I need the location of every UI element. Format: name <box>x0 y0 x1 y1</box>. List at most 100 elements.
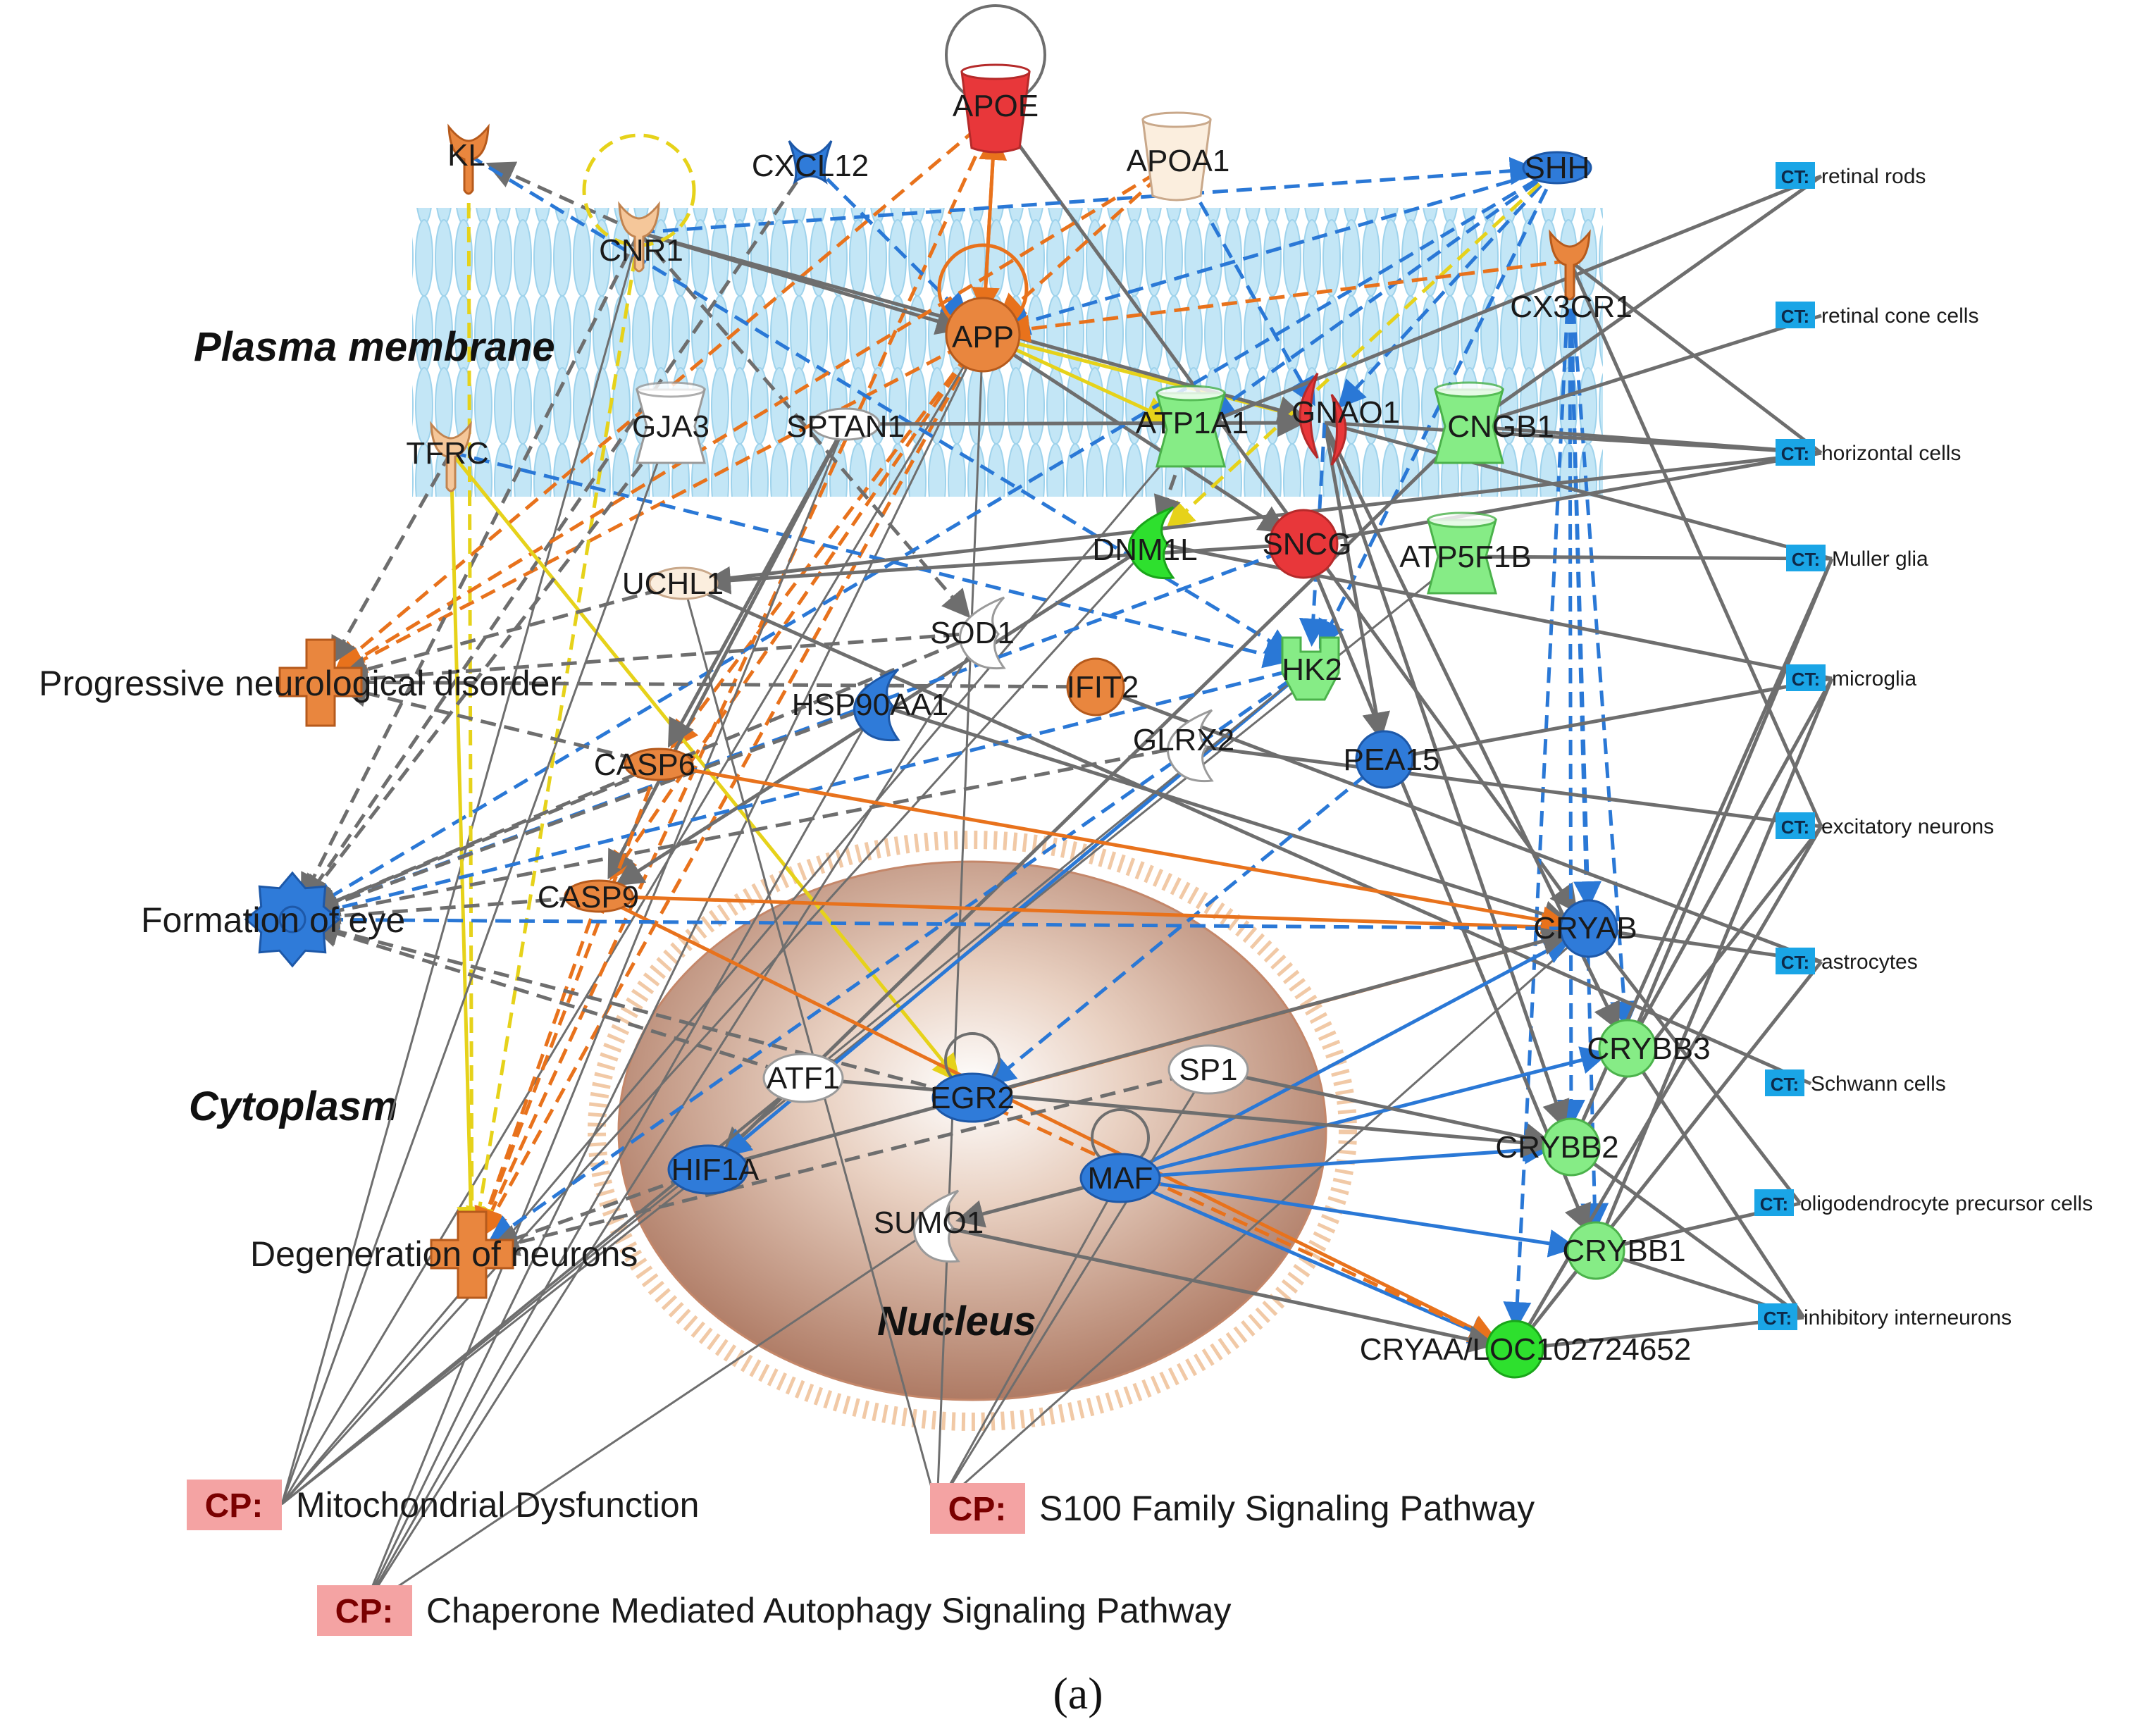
edge-cxcl12-app <box>809 161 969 321</box>
node-apoe[interactable] <box>960 63 1031 154</box>
node-sp1[interactable] <box>1167 1044 1249 1095</box>
node-atp5f1b[interactable] <box>1427 511 1497 595</box>
edge-dnm1l-ct5 <box>1151 540 1833 681</box>
node-shh[interactable] <box>1522 151 1592 185</box>
cell-type-ct10[interactable]: CT:inhibitory interneurons <box>1758 1303 2012 1330</box>
node-label-egr2: EGR2 <box>930 1081 1015 1115</box>
node-egr2[interactable] <box>931 1072 1013 1123</box>
cell-type-ct1[interactable]: CT:retinal rods <box>1776 162 1926 189</box>
edge-shh-foe <box>309 166 1559 910</box>
node-casp6[interactable] <box>624 748 694 781</box>
edge-maf-crybb1 <box>1120 1176 1578 1258</box>
ct-tag: CT: <box>1792 549 1820 570</box>
function-don[interactable] <box>430 1210 514 1299</box>
function-foe[interactable] <box>244 871 341 968</box>
ct-label: excitatory neurons <box>1821 815 1994 838</box>
edge-app-casp6 <box>670 333 984 750</box>
edge-hsp90aa1-foe <box>310 702 878 917</box>
cell-type-ct4[interactable]: CT:Muller glia <box>1786 545 1928 571</box>
edge-cryaa-ct6 <box>1513 825 1823 1351</box>
ct-tag: CT: <box>1781 443 1809 464</box>
edge-cx3cr1-cryab <box>1568 260 1602 910</box>
edge-glrx2-foe <box>311 743 1191 924</box>
edge-gja3-foe <box>304 425 672 905</box>
node-pea15[interactable] <box>1355 730 1414 789</box>
function-pnd[interactable] <box>278 638 363 727</box>
cell-type-ct6[interactable]: CT:excitatory neurons <box>1776 812 1994 839</box>
node-apoa1[interactable] <box>1141 111 1212 201</box>
node-label-glrx2: GLRX2 <box>1133 723 1234 757</box>
pathway-cp2[interactable]: CP:S100 Family Signaling Pathway <box>930 1483 1535 1534</box>
edge-casp9-cryab <box>598 894 1570 941</box>
node-kl[interactable] <box>447 123 490 195</box>
node-sptan1[interactable] <box>810 407 881 441</box>
node-tfrc[interactable] <box>430 421 472 492</box>
ct-label: horizontal cells <box>1821 442 1961 465</box>
cell-type-ct8[interactable]: CT:Schwann cells <box>1765 1069 1946 1096</box>
node-ifit2[interactable] <box>1066 657 1125 717</box>
edge-cryab-cp2 <box>936 927 1590 1509</box>
edge-atp1a1-ct1 <box>1190 174 1822 432</box>
node-maf[interactable] <box>1079 1153 1161 1203</box>
edge-atp1a1-cp1 <box>280 429 1192 1505</box>
node-cngb1[interactable] <box>1434 381 1504 464</box>
pathway-cp3[interactable]: CP:Chaperone Mediated Autophagy Signalin… <box>317 1585 1231 1636</box>
node-sod1[interactable] <box>959 596 1006 670</box>
ct-tag: CT: <box>1764 1308 1792 1329</box>
edge-sp1-don <box>490 1067 1209 1257</box>
cell-type-ct9[interactable]: CT: oligodendrocyte precursor cells <box>1754 1189 2093 1216</box>
region-nucleus-label: Nucleus <box>877 1298 1036 1344</box>
node-cryab[interactable] <box>1559 899 1618 958</box>
node-cryaa[interactable] <box>1485 1320 1544 1379</box>
edge-sp1-crybb2 <box>1208 1067 1553 1151</box>
edge-tfrc-pnd <box>330 451 453 666</box>
node-crybb3[interactable] <box>1598 1019 1657 1078</box>
edge-crybb3-ct5 <box>1625 677 1834 1050</box>
ct-label: oligodendrocyte precursor cells <box>1800 1192 2093 1215</box>
node-label-sod1: SOD1 <box>930 616 1015 650</box>
edge-gnao1-ct4 <box>1324 421 1833 561</box>
node-atp1a1[interactable] <box>1156 385 1226 468</box>
node-cx3cr1[interactable] <box>1549 229 1591 301</box>
node-glrx2[interactable] <box>1167 709 1214 783</box>
cell-type-ct7[interactable]: CT:astrocytes <box>1776 948 1918 974</box>
node-cxcl12[interactable] <box>788 140 833 185</box>
cp-tag: CP: <box>205 1487 264 1525</box>
node-hk2[interactable] <box>1281 636 1340 701</box>
node-hsp90aa1[interactable] <box>853 668 900 742</box>
node-uchl1[interactable] <box>648 566 719 600</box>
node-gja3[interactable] <box>636 381 706 464</box>
edge-sncg-foe <box>310 542 1304 917</box>
cp-tag-box <box>930 1483 1025 1534</box>
function-label-don: Degeneration of neurons <box>250 1234 638 1274</box>
node-crybb2[interactable] <box>1542 1117 1601 1177</box>
node-label-apoe: APOE <box>953 89 1039 123</box>
edge-uchl1-cp2 <box>682 583 938 1508</box>
node-app[interactable] <box>945 297 1021 373</box>
node-sncg[interactable] <box>1268 509 1339 579</box>
edge-tfrc-egr2 <box>450 451 961 1083</box>
edge-crybb3-ct4 <box>1625 558 1834 1049</box>
node-dnm1l[interactable] <box>1128 506 1175 580</box>
node-cnr1[interactable] <box>618 201 660 273</box>
cell-type-ct2[interactable]: CT:retinal cone cells <box>1776 302 1978 328</box>
edge-sptan1-cp3 <box>361 423 847 1611</box>
node-label-cx3cr1: CX3CR1 <box>1510 290 1633 324</box>
cell-type-ct5[interactable]: CT:microglia <box>1786 664 1916 691</box>
node-crybb1[interactable] <box>1566 1221 1625 1280</box>
edge-sod1-pnd <box>339 631 984 693</box>
ct-tag: CT: <box>1760 1193 1788 1215</box>
node-hif1a[interactable] <box>667 1144 749 1195</box>
cp-label: Chaperone Mediated Autophagy Signaling P… <box>426 1591 1231 1630</box>
node-casp9[interactable] <box>564 879 634 913</box>
node-sumo1[interactable] <box>913 1189 960 1263</box>
node-atf1[interactable] <box>762 1053 844 1103</box>
edge-sncg-uchl1 <box>702 542 1304 595</box>
edge-sncg-crybb1 <box>1301 543 1591 1234</box>
cell-type-ct3[interactable]: CT: horizontal cells <box>1776 439 1961 466</box>
cp-label: S100 Family Signaling Pathway <box>1039 1489 1535 1528</box>
node-gnao1[interactable] <box>1299 373 1347 466</box>
pathway-cp1[interactable]: CP:Mitochondrial Dysfunction <box>187 1480 700 1530</box>
